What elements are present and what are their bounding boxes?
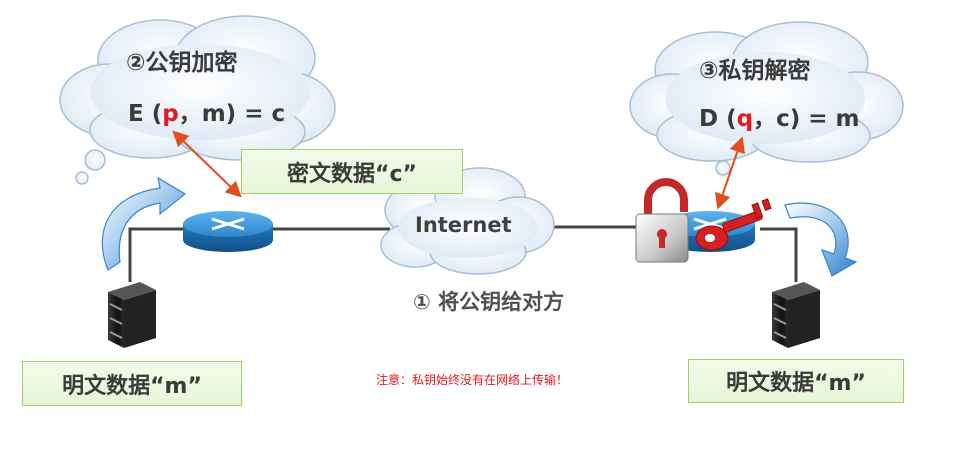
- encrypt-formula-pre: E (: [128, 101, 163, 127]
- decrypt-formula-post: ，c) = m: [753, 106, 860, 132]
- server-left-icon: [108, 282, 156, 348]
- server-right-icon: [772, 282, 820, 348]
- decrypt-link-arrow: [715, 136, 745, 210]
- decrypt-formula: D (q，c) = m: [699, 99, 860, 133]
- curved-arrow-left-icon: [101, 176, 187, 271]
- internet-label: Internet: [415, 213, 512, 237]
- encrypt-formula-post: ，m) = c: [178, 101, 286, 127]
- decrypt-formula-key: q: [736, 106, 754, 132]
- plaintext-right-label: 明文数据“m”: [688, 359, 904, 403]
- step1-label: ① 将公钥给对方: [413, 290, 565, 314]
- router-left-icon: [183, 211, 273, 252]
- plaintext-left-label: 明文数据“m”: [22, 361, 242, 406]
- internet-cloud-icon: [380, 167, 555, 275]
- curved-arrow-right-icon: [784, 202, 858, 277]
- decrypt-cloud-icon: [629, 21, 904, 176]
- network-links: [128, 225, 798, 282]
- encrypt-link-arrow: [172, 130, 242, 198]
- encrypt-formula: E (p，m) = c: [128, 94, 285, 128]
- security-note: 注意：私钥始终没有在网络上传输！: [376, 373, 569, 387]
- decrypt-title: ③私钥解密: [699, 58, 811, 84]
- decrypt-formula-pre: D (: [699, 106, 737, 132]
- encrypt-formula-key: p: [162, 101, 179, 127]
- key-icon: [695, 198, 772, 251]
- padlock-icon: [635, 178, 689, 263]
- encrypt-title: ②公钥加密: [126, 50, 238, 76]
- ciphertext-label: 密文数据“c”: [241, 149, 463, 194]
